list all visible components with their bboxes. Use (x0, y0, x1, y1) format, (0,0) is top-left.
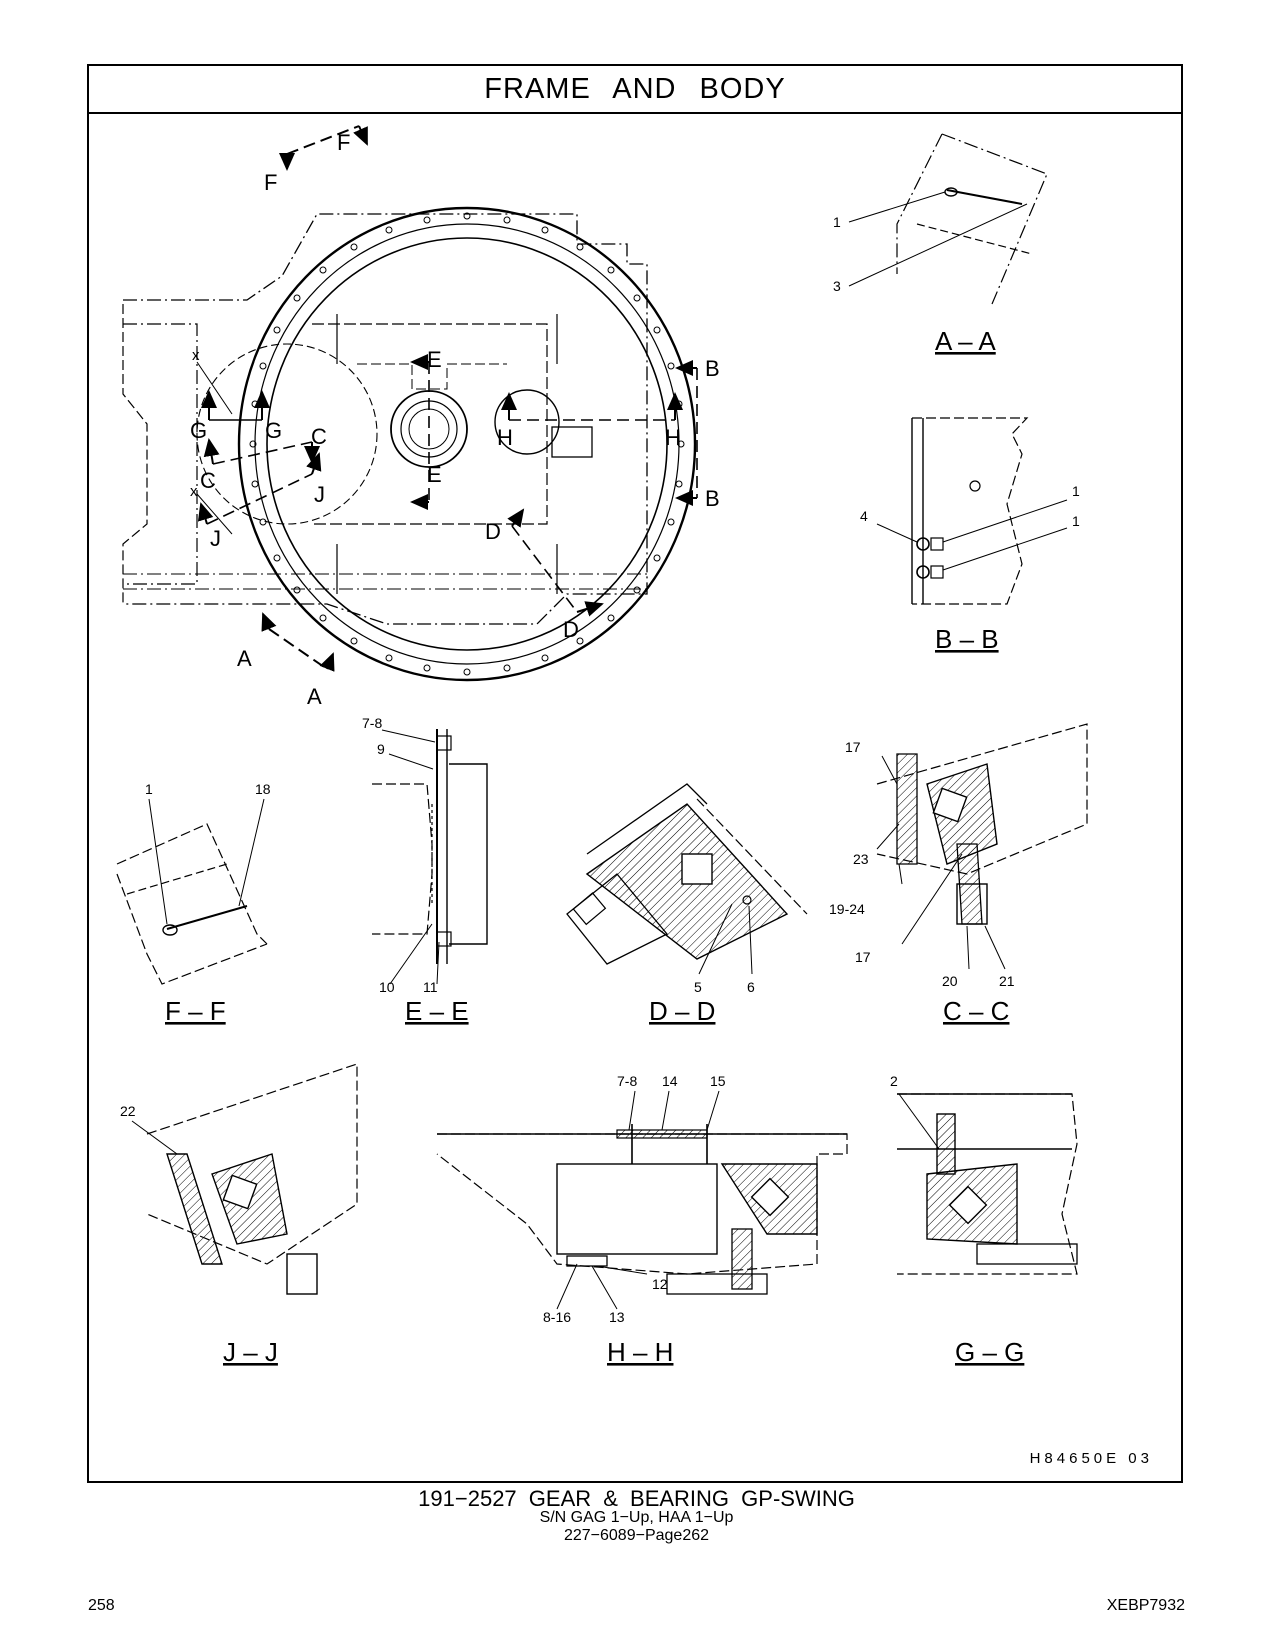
view-jj-callouts: 22 (120, 1103, 136, 1119)
svg-text:1: 1 (145, 781, 153, 797)
svg-text:D: D (485, 519, 501, 544)
view-aa-callouts: 1 3 (833, 214, 841, 294)
view-cc-callouts: 17 23 19-24 17 20 21 (829, 739, 1015, 989)
svg-text:G: G (190, 418, 207, 443)
view-aa-title: A – A (935, 326, 996, 356)
caption-page-ref: 227−6089−Page262 (563, 1527, 710, 1544)
svg-text:E: E (427, 347, 442, 372)
svg-text:C: C (311, 424, 327, 449)
svg-text:H: H (497, 425, 513, 450)
svg-text:B: B (705, 356, 720, 381)
svg-text:3: 3 (833, 278, 841, 294)
view-ee-callouts: 7-8 9 10 11 (362, 715, 438, 995)
main-view (122, 125, 698, 682)
svg-text:D: D (563, 617, 579, 642)
main-view-section-letters: F F E E B B G G C C H H J J D D A A x x (190, 130, 720, 709)
view-ff-title: F – F (165, 996, 226, 1026)
svg-text:6: 6 (747, 979, 755, 995)
page-title: FRAME AND BODY (89, 66, 1181, 114)
svg-text:17: 17 (855, 949, 871, 965)
svg-text:14: 14 (662, 1073, 678, 1089)
view-cc-title: C – C (943, 996, 1009, 1026)
svg-text:22: 22 (120, 1103, 136, 1119)
svg-text:18: 18 (255, 781, 271, 797)
ring-bolt-holes (249, 212, 685, 676)
caption-serial-range: S/N GAG 1−Up, HAA 1−Up (539, 1509, 734, 1526)
svg-text:2: 2 (890, 1073, 898, 1089)
page-number: 258 (88, 1597, 115, 1614)
view-ff-drawing (116, 798, 268, 985)
view-dd-title: D – D (649, 996, 715, 1026)
view-jj-title: J – J (223, 1337, 278, 1367)
svg-text:12: 12 (652, 1276, 668, 1292)
view-gg-title: G – G (955, 1337, 1024, 1367)
svg-text:F: F (264, 170, 277, 195)
svg-text:B: B (705, 486, 720, 511)
drawing-frame: FRAME AND BODY (87, 64, 1183, 1483)
view-gg-callouts: 2 (890, 1073, 898, 1089)
illustration-reference: H84650E 03 (1029, 1450, 1153, 1467)
svg-text:20: 20 (942, 973, 958, 989)
svg-text:8-16: 8-16 (543, 1309, 571, 1325)
svg-text:13: 13 (609, 1309, 625, 1325)
svg-text:19-24: 19-24 (829, 901, 865, 917)
view-jj-drawing (131, 1063, 358, 1295)
view-cc-drawing (876, 723, 1088, 970)
svg-text:7-8: 7-8 (362, 715, 382, 731)
view-hh-title: H – H (607, 1337, 673, 1367)
view-ee-title: E – E (405, 996, 469, 1026)
svg-text:A: A (307, 684, 322, 709)
view-aa-drawing (848, 133, 1048, 305)
svg-text:10: 10 (379, 979, 395, 995)
svg-text:15: 15 (710, 1073, 726, 1089)
svg-text:H: H (665, 425, 681, 450)
svg-text:G: G (265, 418, 282, 443)
view-hh-drawing (436, 1090, 848, 1310)
svg-text:4: 4 (860, 508, 868, 524)
svg-text:x: x (192, 347, 200, 364)
svg-text:J: J (314, 482, 325, 507)
svg-text:1: 1 (1072, 483, 1080, 499)
svg-text:J: J (210, 526, 221, 551)
view-ff-callouts: 1 18 (145, 781, 271, 797)
svg-text:1: 1 (833, 214, 841, 230)
view-bb-drawing (876, 417, 1068, 605)
view-hh-callouts: 7-8 14 15 12 8-16 13 (543, 1073, 726, 1325)
svg-text:21: 21 (999, 973, 1015, 989)
view-gg-drawing (897, 1093, 1078, 1275)
svg-text:A: A (237, 646, 252, 671)
svg-text:7-8: 7-8 (617, 1073, 637, 1089)
parts-illustration: F F E E B B G G C C H H J J D D A A x x … (116, 125, 1088, 1367)
view-bb-callouts: 4 1 1 (860, 483, 1080, 529)
view-dd-callouts: 5 6 (694, 979, 755, 995)
view-bb-title: B – B (935, 624, 999, 654)
svg-text:1: 1 (1072, 513, 1080, 529)
svg-text:C: C (200, 468, 216, 493)
svg-text:E: E (427, 462, 442, 487)
document-id: XEBP7932 (1106, 1597, 1185, 1614)
svg-text:23: 23 (853, 851, 869, 867)
svg-text:F: F (337, 130, 350, 155)
svg-text:17: 17 (845, 739, 861, 755)
svg-text:11: 11 (423, 979, 438, 995)
caption-part-title: 191−2527 GEAR & BEARING GP-SWING (418, 1486, 855, 1511)
svg-text:9: 9 (377, 741, 385, 757)
view-dd-drawing (566, 783, 808, 975)
svg-text:5: 5 (694, 979, 702, 995)
svg-text:x: x (190, 483, 198, 500)
view-ee-drawing (372, 729, 488, 985)
